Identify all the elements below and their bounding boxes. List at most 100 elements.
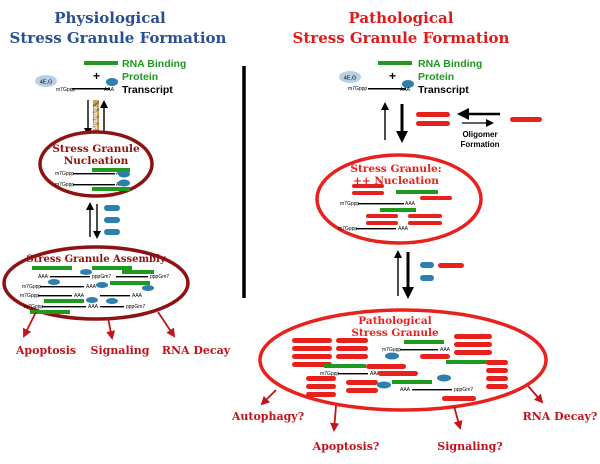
right-mid-blue-2 — [420, 275, 434, 281]
patho-r3-line — [412, 389, 452, 391]
left-legend-plus: + — [93, 69, 100, 83]
left-legend-transcript-line — [72, 88, 110, 90]
patho-r1-cap: m7Gppp — [382, 347, 401, 353]
right-nuc-red-5 — [366, 221, 398, 225]
patho-stack-b-3 — [336, 354, 368, 359]
patho-stack-c-3 — [454, 350, 492, 355]
right-legend: RNA Binding Protein + 4E,G m7Gppp AAA Tr… — [339, 58, 482, 96]
left-legend-polya: AAA — [104, 87, 115, 93]
patho-red-bot-2 — [346, 388, 378, 393]
right-oligomer-red-2 — [416, 121, 450, 126]
left-assembly-granule: Stress Granule Assembly AAA pppGm7 pppGm… — [2, 245, 190, 321]
right-legend-cap-factor-label: 4E,G — [344, 76, 357, 82]
left-asm-r1-line — [50, 276, 90, 278]
patho-r2-line — [338, 373, 368, 375]
right-legend-polya: AAA — [400, 87, 411, 93]
left-title-line1: Physiological — [54, 9, 166, 27]
left-asm-r3-line-b — [100, 295, 130, 297]
right-nuc-mrna2-cap: m7Gppp — [338, 226, 357, 232]
right-outcome-arrow-decay — [527, 385, 544, 404]
right-middle-arrows — [394, 250, 464, 299]
right-legend-cap-factor — [339, 71, 361, 83]
left-asm-blue-4 — [142, 285, 154, 291]
right-legend-transcript-line — [368, 88, 406, 90]
right-nuc-red-1 — [352, 184, 384, 188]
patho-red-bot-3 — [442, 396, 476, 401]
patho-stack-a-2 — [292, 346, 332, 351]
right-outcome-autophagy: Autophagy? — [231, 410, 304, 423]
pathological-title-line2: Stress Granule — [351, 327, 439, 339]
pathological-title-line1: Pathological — [358, 315, 431, 327]
left-asm-blue-3 — [96, 282, 108, 288]
right-oligomer-red-1 — [416, 112, 450, 117]
left-asm-green-2 — [92, 266, 132, 270]
left-asm-r2-line — [40, 286, 84, 288]
right-nuc-red-6 — [408, 214, 442, 218]
left-mid-blue-2 — [104, 217, 120, 223]
left-asm-r1-polya: AAA — [38, 274, 49, 280]
right-nucleation-granule: Stress Granule: ++ Nucleation m7Gppp AAA… — [315, 153, 483, 245]
right-top-arrows: Oligomer Formation — [381, 102, 542, 149]
patho-red-mid-1 — [420, 354, 450, 359]
left-legend-rbp-bar — [84, 61, 118, 65]
left-asm-r1-cap-b: pppGm7 — [150, 274, 169, 280]
left-stripe-4 — [92, 122, 100, 128]
left-outcome-arrow-apoptosis — [23, 311, 37, 338]
right-nuc-green-2 — [380, 208, 416, 212]
left-nucleation-title-line2: Nucleation — [64, 155, 129, 167]
left-stressors-label: Stressors — [93, 106, 99, 129]
left-nuc-blue-blob-2 — [118, 179, 130, 187]
patho-stack-e-2 — [306, 384, 336, 389]
patho-stack-e-3 — [306, 392, 336, 397]
patho-stack-a-3 — [292, 354, 332, 359]
right-oligomer-label-line2: Formation — [460, 140, 499, 149]
patho-stack-d-2 — [486, 368, 508, 373]
right-nuc-red-7 — [408, 221, 442, 225]
right-nuc-green-1 — [396, 190, 438, 194]
right-nuc-mrna2-tail: AAA — [398, 226, 409, 232]
left-legend-rbp-blob — [106, 78, 118, 86]
left-nucleation-granule: Stress Granule Nucleation m7Gppp AAA m7G… — [38, 130, 154, 198]
left-asm-r4-polya: AAA — [88, 304, 99, 310]
right-nuc-mrna1-tail: AAA — [405, 201, 416, 207]
left-asm-green-5 — [44, 299, 84, 303]
left-outcome-arrows — [23, 311, 176, 340]
right-outcome-arrow-autophagy — [260, 389, 277, 406]
left-asm-r3-polya: AAA — [74, 293, 85, 299]
left-nuc-green-bar-2 — [92, 187, 130, 191]
left-assembly-title: Stress Granule Assembly — [26, 254, 166, 265]
left-asm-green-6 — [30, 310, 70, 314]
right-outcome-arrow-signaling — [453, 405, 463, 430]
left-asm-r1-cap: pppGm7 — [92, 274, 111, 280]
patho-blue-2 — [377, 381, 391, 389]
left-nuc-green-bar-1 — [92, 168, 130, 172]
right-outcome-signaling: Signaling? — [437, 440, 502, 453]
left-asm-r2-polya: AAA — [86, 284, 97, 290]
left-asm-green-4 — [110, 281, 150, 285]
left-legend-transcript: Transcript — [122, 84, 173, 96]
right-mid-blue-1 — [420, 262, 434, 268]
left-middle-arrows — [86, 202, 120, 239]
left-asm-blue-5 — [86, 297, 98, 303]
patho-blue-3 — [437, 374, 451, 382]
left-asm-r4-cap: m7Gppp — [24, 304, 43, 310]
patho-r1-polya: AAA — [440, 347, 451, 353]
left-outcome-arrow-decay — [157, 311, 176, 338]
patho-stack-c-2 — [454, 342, 492, 347]
patho-r2-cap: m7Gppp — [320, 371, 339, 377]
patho-stack-b-1 — [336, 338, 368, 343]
left-nuc-mrna2-cap: m7Gppp — [55, 182, 74, 188]
left-legend-cap-factor-label: 4E,G — [40, 80, 53, 86]
left-stripe-3 — [92, 115, 100, 121]
patho-stack-d-3 — [486, 376, 508, 381]
left-asm-blue-6 — [106, 298, 118, 304]
left-legend-rbp-line1: RNA Binding — [122, 58, 186, 70]
left-mid-blue-1 — [104, 205, 120, 211]
left-asm-r3-line — [38, 295, 72, 297]
patho-green-2 — [324, 364, 366, 368]
right-outcome-arrow-apoptosis — [330, 405, 340, 432]
left-nuc-blue-blob-1 — [118, 170, 130, 178]
pathological-granule: Pathological Stress Granule m7Gppp AAA m… — [258, 308, 548, 412]
right-oligomer-label-line1: Oligomer — [462, 130, 497, 139]
